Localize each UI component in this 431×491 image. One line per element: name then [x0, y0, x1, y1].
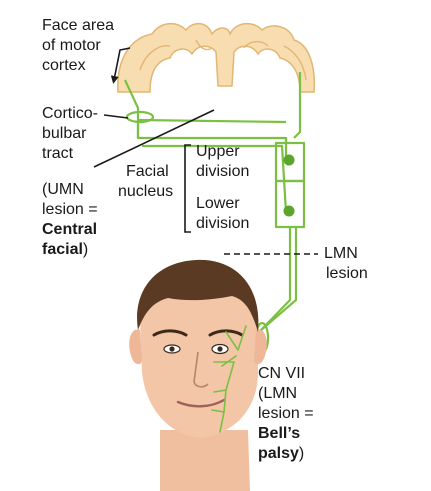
face-area-pointer [110, 47, 131, 84]
upper-division-line-2: division [196, 163, 250, 180]
lmn-lesion-line-2: lesion [326, 265, 368, 282]
lower-division-label: Lower division [196, 194, 249, 234]
umn-lesion-line-1: (UMN [42, 181, 84, 198]
right-ear [254, 329, 267, 365]
umn-lesion-line-2: lesion = [42, 201, 98, 218]
umn-lesion-slash [93, 109, 215, 168]
corticobulbar-pointer [103, 114, 129, 119]
cerebral-cortex [117, 22, 316, 93]
neck [160, 430, 250, 491]
umn-result-bold-paren: ) [82, 241, 89, 258]
umn-lesion-marker [125, 110, 155, 124]
left-ear [129, 329, 142, 365]
corticobulbar-line-3: tract [42, 145, 74, 162]
face-area-line-2: of motor [42, 37, 101, 54]
facial-nucleus-box-lower [274, 179, 306, 229]
umn-result-line-2: facial) [42, 240, 98, 260]
corticobulbar-label: Cortico- bulbar tract [42, 104, 98, 164]
hair [137, 259, 259, 332]
cn-vii-line-2: (LMN [258, 385, 298, 402]
cn-vii-line-3: lesion = [258, 405, 314, 422]
umn-lesion-label: (UMN lesion = Central facial) [42, 180, 98, 260]
corticobulbar-tract-right [293, 72, 302, 139]
nose [193, 351, 209, 388]
face-area-line-3: cortex [42, 57, 86, 74]
facial-nerve-branches [211, 325, 247, 433]
facial-nucleus-line-1: Facial [126, 163, 169, 180]
lmn-result-line-1: Bell’s [258, 425, 301, 442]
annotation-lines [93, 47, 318, 255]
lower-division-line-2: division [196, 215, 250, 232]
right-pupil [217, 346, 223, 352]
lmn-result-bold: palsy [258, 445, 299, 462]
lower-division-line-1: Lower [196, 195, 240, 212]
left-eyebrow [152, 329, 188, 337]
face-area-label: Face area of motor cortex [42, 16, 114, 76]
division-bracket [184, 144, 191, 233]
lmn-result-bold-paren: ) [298, 445, 305, 462]
umn-result-bold: facial [42, 241, 83, 258]
cortex-gyri [139, 39, 307, 81]
facial-nucleus-line-2: nucleus [118, 183, 174, 200]
umn-result-line-1: Central [42, 221, 98, 238]
corticobulbar-to-upper-division [136, 118, 287, 138]
mouth [176, 398, 226, 408]
lmn-lesion-label: LMN lesion [324, 244, 368, 284]
right-eyebrow [208, 329, 244, 337]
upper-division-line-1: Upper [196, 143, 240, 160]
nerve-pathways [124, 72, 306, 357]
lmn-lesion-line-1: LMN [324, 245, 358, 262]
cortex-hemispheres [117, 22, 316, 93]
face-area-line-1: Face area [42, 17, 115, 34]
left-pupil [169, 346, 175, 352]
face-skin [140, 262, 258, 438]
facial-nucleus-label: Facial nucleus [118, 162, 173, 202]
upper-division-label: Upper division [196, 142, 249, 182]
corticobulbar-line-1: Cortico- [42, 105, 99, 122]
crossing-fiber [142, 144, 288, 213]
lmn-result-line-2: palsy) [258, 444, 314, 464]
corticobulbar-line-2: bulbar [42, 125, 87, 142]
cn-vii-line-1: CN VII [258, 365, 306, 382]
cn-vii-label: CN VII (LMN lesion = Bell’s palsy) [258, 364, 314, 464]
lower-division-neuron [283, 205, 295, 217]
patient-face [129, 259, 267, 491]
upper-division-neuron [283, 154, 295, 166]
